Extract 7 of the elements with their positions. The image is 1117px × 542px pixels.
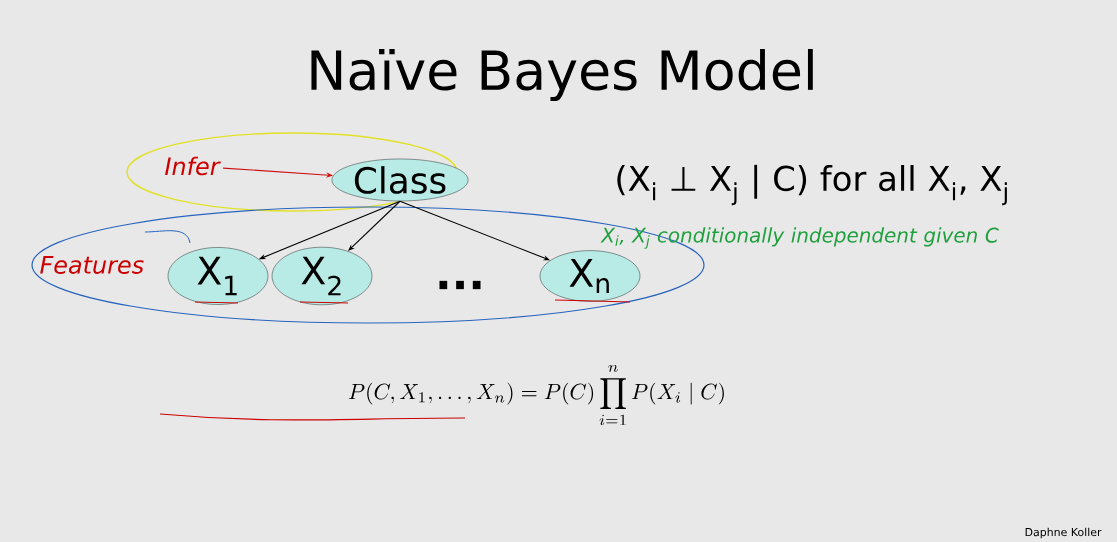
slide-title: Naïve Bayes Model xyxy=(311,48,813,101)
handwritten-label: Infer xyxy=(165,156,221,176)
handwritten-note: X$_{i}$, X$_{j}$ conditionally independent given C xyxy=(600,227,999,249)
independence-statement: (X$_{i}$ ⊥ X$_{j}$ | C) for all X$_{i}$, X$_{j}$ xyxy=(617,164,1007,206)
ellipsis-dots: ... xyxy=(439,280,481,290)
probability-formula: $P(C, X_1, \ldots, X_n) = P(C) \prod_{i=1}^{n} P(X_i \mid C)$ xyxy=(348,364,724,426)
author-credit: Daphne Koller xyxy=(1025,527,1102,539)
